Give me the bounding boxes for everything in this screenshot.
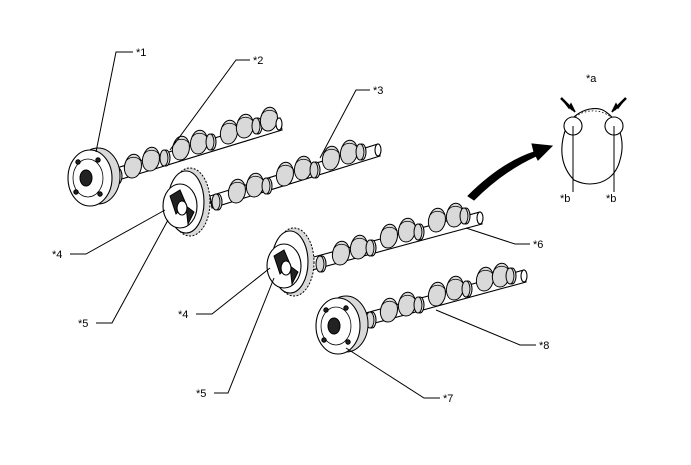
callout-4-upper: *4 <box>52 249 62 261</box>
detail-label-b-left: *b <box>560 193 570 205</box>
callout-4-lower: *4 <box>178 309 188 321</box>
callout-2: *2 <box>253 55 263 67</box>
detail-label-a: *a <box>586 73 597 85</box>
force-arrow-right-icon <box>611 97 627 113</box>
cam-lobe-detail <box>561 108 624 192</box>
vvt-gear-assembly-lower <box>315 295 369 355</box>
callout-1: *1 <box>136 47 146 59</box>
callout-3: *3 <box>373 85 383 97</box>
callout-7: *7 <box>443 393 453 405</box>
leader-lines <box>70 51 536 399</box>
detail-label-b-right: *b <box>606 193 616 205</box>
timing-sprocket-middle <box>162 167 211 237</box>
force-arrow-left-icon <box>560 97 576 113</box>
vvt-gear-assembly-upper <box>67 147 121 207</box>
camshaft-lower <box>361 262 528 329</box>
callout-8: *8 <box>539 340 549 352</box>
callout-5-lower: *5 <box>196 388 206 400</box>
callout-5-upper: *5 <box>78 318 88 330</box>
camshaft-middle <box>209 139 382 211</box>
timing-sprocket-right <box>266 227 315 297</box>
callout-6: *6 <box>533 239 543 251</box>
camshaft-right <box>309 202 484 273</box>
curved-arrow-icon <box>467 143 554 201</box>
